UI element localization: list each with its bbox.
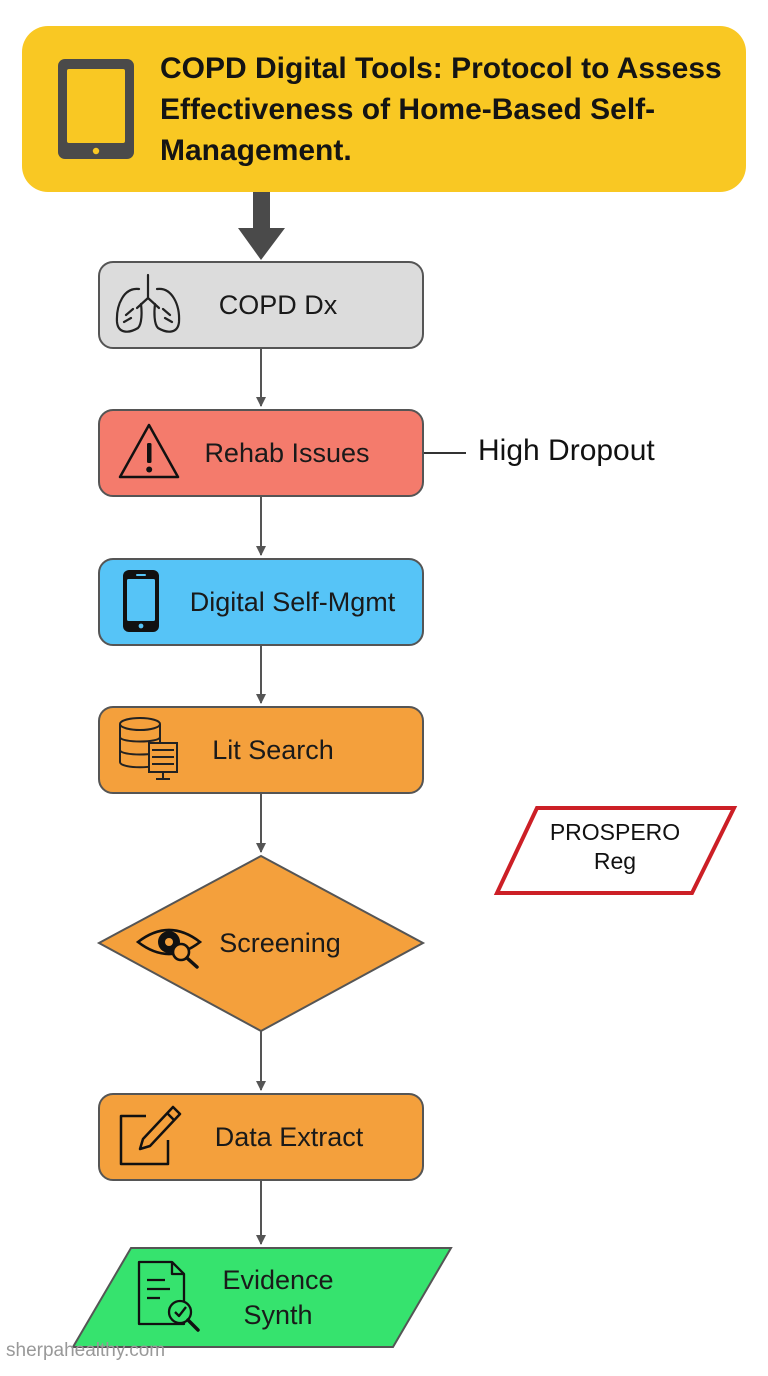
- evidence-synth-line1: Evidence: [222, 1265, 334, 1295]
- node-diagnosis-label: COPD Dx: [218, 289, 338, 320]
- edit-icon: [119, 1105, 182, 1166]
- prospero-shape: [493, 806, 738, 895]
- title-arrow: [238, 192, 285, 260]
- document-check-icon: [137, 1260, 200, 1332]
- high-dropout-note: High Dropout: [478, 434, 655, 467]
- node-rehab-issues-shape: [98, 409, 424, 497]
- node-screening-label: Screening: [219, 927, 341, 958]
- watermark: sherpahealthy.com: [6, 1340, 166, 1361]
- node-digital-self-mgmt-label: Digital Self-Mgmt: [189, 586, 396, 617]
- prospero-label: PROSPERO Reg: [530, 818, 700, 876]
- prospero-line2: Reg: [593, 848, 637, 874]
- node-evidence-synth-shape: [71, 1247, 453, 1348]
- database-icon: [119, 717, 178, 780]
- page-title: COPD Digital Tools: Protocol to Assess E…: [160, 52, 722, 167]
- eye-search-icon: [135, 928, 203, 969]
- tablet-icon: [58, 59, 134, 159]
- warning-icon: [118, 423, 180, 479]
- node-digital-self-mgmt-shape: [98, 558, 424, 646]
- evidence-synth-line2: Synth: [243, 1300, 313, 1330]
- smartphone-icon: [123, 570, 159, 632]
- node-data-extract-label: Data Extract: [214, 1121, 364, 1152]
- node-rehab-issues-label: Rehab Issues: [204, 437, 370, 468]
- lungs-icon: [115, 273, 181, 333]
- node-lit-search-label: Lit Search: [212, 734, 334, 765]
- node-screening-shape: [96, 854, 426, 1033]
- node-lit-search-shape: [98, 706, 424, 794]
- connectors: [256, 348, 466, 1245]
- prospero-line1: PROSPERO: [549, 819, 681, 845]
- node-evidence-synth-label: Evidence Synth: [198, 1262, 358, 1334]
- title-banner: COPD Digital Tools: Protocol to Assess E…: [22, 26, 746, 192]
- node-diagnosis-shape: [98, 261, 424, 349]
